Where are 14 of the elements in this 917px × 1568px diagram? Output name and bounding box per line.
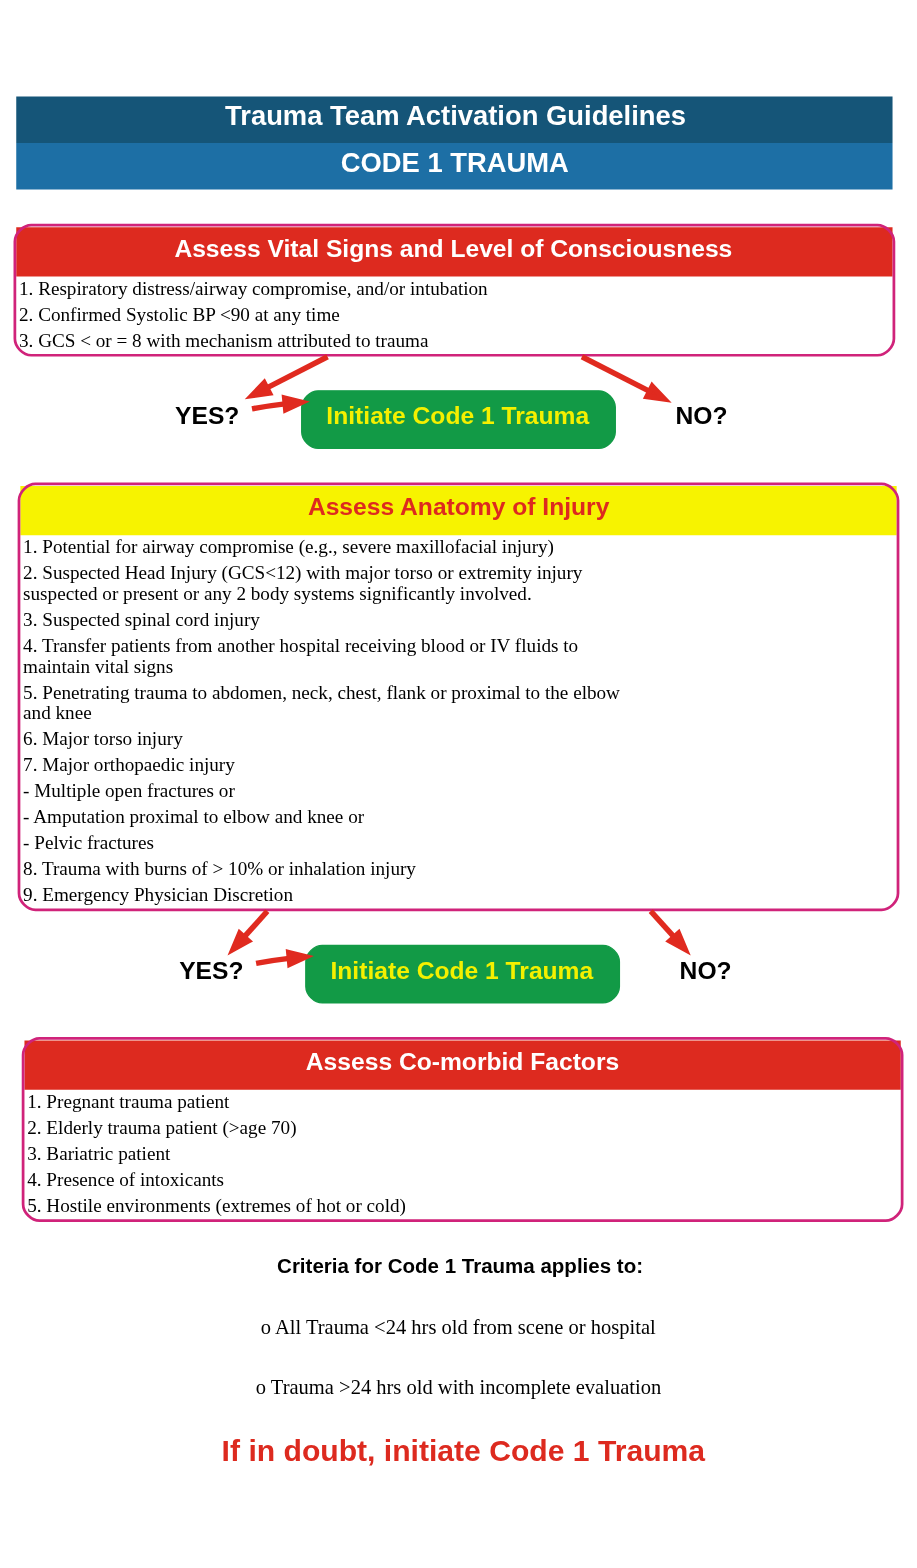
label: o All Trauma <24 hrs old from scene or hospital [260,1315,656,1338]
node-text: NO? [675,401,728,429]
arrow [255,948,314,968]
arrow [648,908,691,956]
node-text: YES? [179,956,244,984]
label: If in doubt, initiate Code 1 Trauma [221,1433,706,1467]
arrow [251,394,310,414]
node-box: Initiate Code 1 Trauma [301,389,616,449]
node-text: NO? [679,956,732,984]
arrow [227,908,270,956]
label: Criteria for Code 1 Trauma applies to: [277,1253,644,1277]
node-text: YES? [175,401,240,429]
label: o Trauma >24 hrs old with incomplete evaluation [255,1375,662,1398]
node-box: Initiate Code 1 Trauma [305,944,621,1004]
